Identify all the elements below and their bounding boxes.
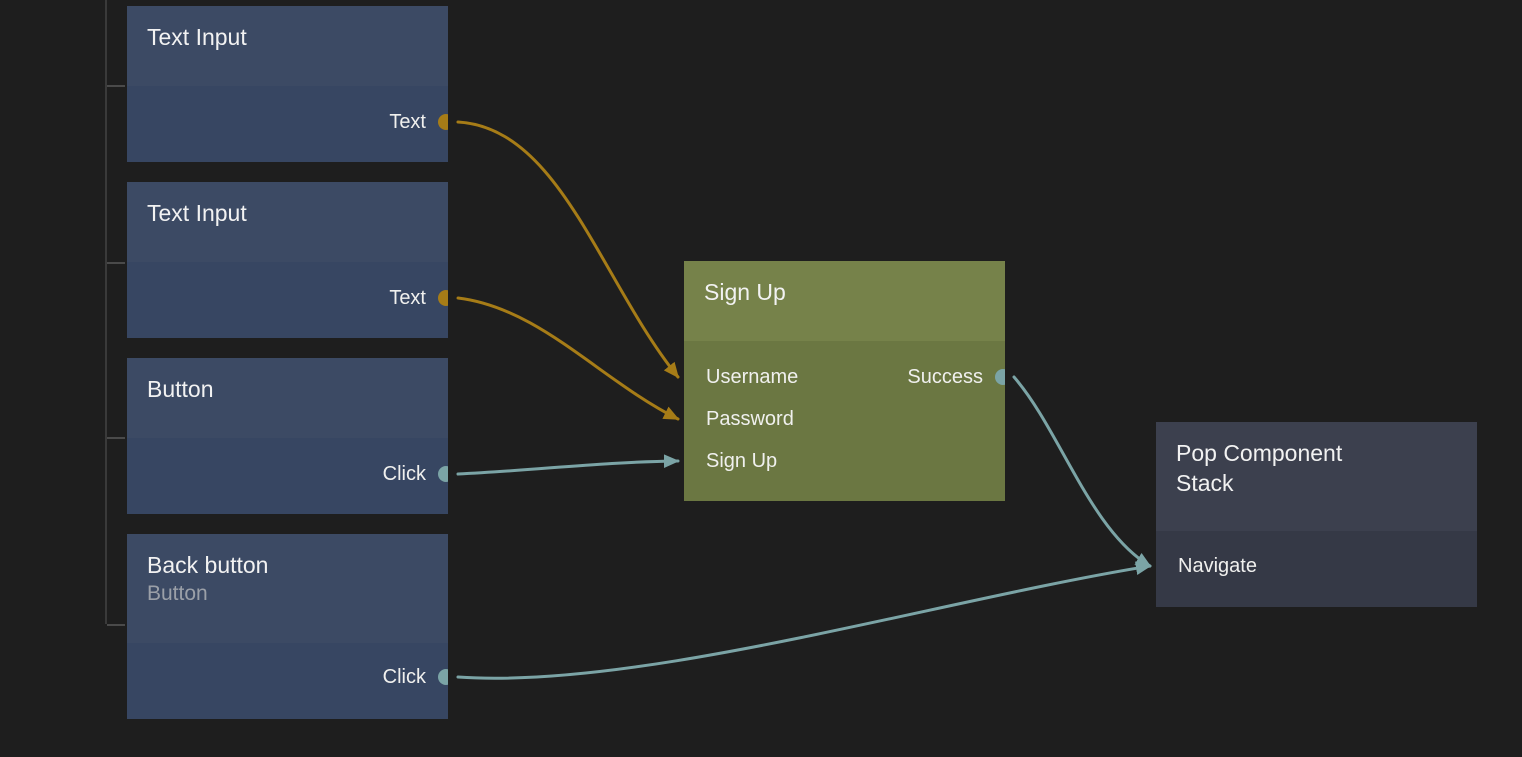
node-header-text-input-1[interactable]: Text Input <box>127 6 448 86</box>
output-dot-back-button-click[interactable] <box>438 669 448 685</box>
tree-branch-stub-1 <box>107 262 125 264</box>
edge-text2-to-password[interactable] <box>456 296 680 421</box>
node-subtitle-back-button: Button <box>147 582 208 605</box>
edge-success-to-navigate[interactable] <box>1012 375 1152 568</box>
edge-text1-to-username[interactable] <box>456 120 680 379</box>
node-header-sign-up[interactable]: Sign Up <box>684 261 1005 341</box>
output-port-button-1-click[interactable]: Click <box>382 463 426 485</box>
node-title-sign-up: Sign Up <box>704 279 786 305</box>
node-title-text-input-1: Text Input <box>147 24 247 50</box>
node-title-back-button: Back button <box>147 552 269 578</box>
output-port-text-input-1-text[interactable]: Text <box>389 111 426 133</box>
output-dot-button-1-click[interactable] <box>438 466 448 482</box>
input-port-pop-component-stack-navigate[interactable]: Navigate <box>1178 555 1257 577</box>
tree-branch-stub-0 <box>107 85 125 87</box>
edge-button-click-to-signup[interactable] <box>456 454 680 476</box>
tree-branch-stub-2 <box>107 437 125 439</box>
node-body-text-input-1: Text <box>127 86 448 162</box>
tree-trunk-line <box>105 0 107 624</box>
output-dot-text-input-1-text[interactable] <box>438 114 448 130</box>
node-title-text-input-2: Text Input <box>147 200 247 226</box>
input-port-sign-up-sign-up[interactable]: Sign Up <box>706 450 778 472</box>
output-port-text-input-2-text[interactable]: Text <box>389 287 426 309</box>
node-body-pop-component-stack: Navigate <box>1156 531 1477 607</box>
node-title-pop-component-stack: Pop Component Stack <box>1176 440 1343 496</box>
input-port-sign-up-password[interactable]: Password <box>706 408 794 430</box>
output-dot-sign-up-success[interactable] <box>995 369 1005 385</box>
edge-backbutton-click-to-navigate[interactable] <box>456 561 1152 680</box>
output-port-back-button-click[interactable]: Click <box>382 666 426 688</box>
tree-branch-stub-3 <box>107 624 125 626</box>
node-header-pop-component-stack[interactable]: Pop Component Stack <box>1156 422 1477 531</box>
node-body-text-input-2: Text <box>127 262 448 338</box>
node-header-button-1[interactable]: Button <box>127 358 448 438</box>
node-header-text-input-2[interactable]: Text Input <box>127 182 448 262</box>
output-dot-text-input-2-text[interactable] <box>438 290 448 306</box>
input-port-sign-up-username[interactable]: Username <box>706 366 799 388</box>
output-port-sign-up-success[interactable]: Success <box>907 366 983 388</box>
node-body-button-1: Click <box>127 438 448 514</box>
node-body-back-button: Click <box>127 643 448 719</box>
node-title-button-1: Button <box>147 376 214 402</box>
